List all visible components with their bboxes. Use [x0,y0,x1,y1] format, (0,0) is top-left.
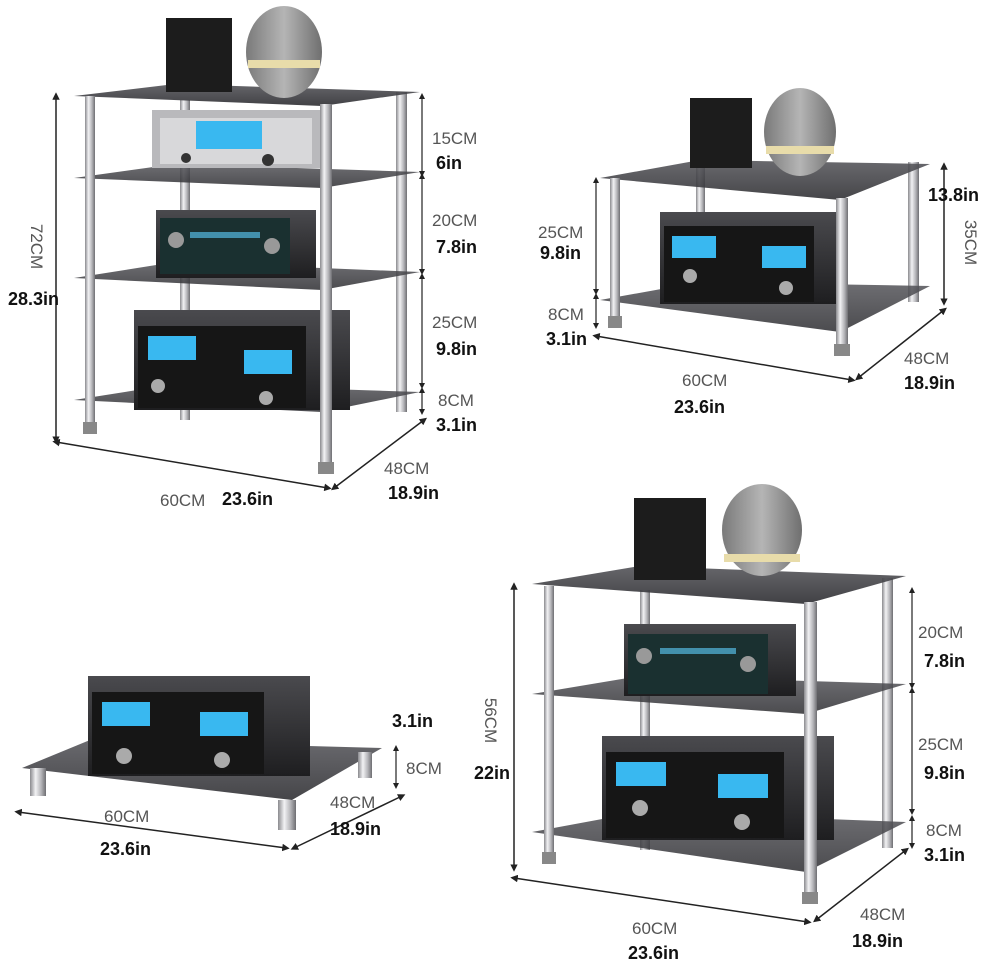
height-in-label: 28.3in [8,289,60,309]
leg-in-label: 3.1in [546,329,588,349]
amplifier [88,676,310,776]
glass-shelf [600,160,930,200]
stand-3tier [510,484,915,926]
width-cm-label: 60CM [682,371,728,390]
amplifier [134,310,350,410]
smart-speaker [764,88,836,176]
gap-cm-label: 25CM [918,735,964,754]
width-in-label: 23.6in [674,397,726,417]
leg-cm-label: 8CM [406,759,442,778]
gap-in-label: 9.8in [436,339,478,359]
gap-in-label: 9.8in [540,243,582,263]
leg-in-label: 3.1in [392,711,434,731]
leg-cm-label: 8CM [926,821,962,840]
depth-in-label: 18.9in [904,373,956,393]
leg [85,96,95,426]
gap-cm-label: 25CM [432,313,478,332]
width-cm-label: 60CM [632,919,678,938]
amplifier [660,212,840,304]
height-cm-label: 72CM [27,223,47,270]
depth-cm-label: 48CM [904,349,950,368]
leg [358,752,372,778]
leg-cm-label: 8CM [548,305,584,324]
height-in-label: 13.8in [928,185,980,205]
stand-4tier [52,6,427,492]
smart-speaker [246,6,322,98]
gap-in-label: 6in [436,153,463,173]
stand-1tier [14,676,406,852]
width-in-label: 23.6in [222,489,274,509]
glass-shelf [532,566,906,604]
leg [640,590,650,850]
amplifier [152,110,320,168]
leg [908,162,919,302]
stand-2tier [592,88,948,384]
leg [396,92,407,412]
leg [278,800,296,830]
height-in-label: 22in [474,763,511,783]
leg-in-label: 3.1in [436,415,478,435]
amplifier [602,736,834,840]
gap-in-label: 7.8in [924,651,966,671]
leg [30,768,46,796]
width-cm-label: 60CM [160,491,206,510]
gap-cm-label: 25CM [538,223,584,242]
depth-cm-label: 48CM [330,793,376,812]
leg [610,178,620,318]
leg [320,104,332,466]
leg [836,198,848,348]
depth-cm-label: 48CM [384,459,430,478]
height-cm-label: 35CM [961,219,981,266]
width-cm-label: 60CM [104,807,150,826]
wifi-router [166,18,232,92]
depth-in-label: 18.9in [330,819,382,839]
gap-in-label: 9.8in [924,763,966,783]
receiver [624,624,796,696]
receiver [156,210,316,278]
height-cm-label: 56CM [481,697,501,744]
leg-cm-label: 8CM [438,391,474,410]
leg-in-label: 3.1in [924,845,966,865]
gap-cm-label: 20CM [918,623,964,642]
leg [882,578,893,848]
depth-in-label: 18.9in [852,931,904,951]
gap-cm-label: 15CM [432,129,478,148]
glass-shelf [74,164,420,188]
wifi-router [634,498,706,580]
depth-in-label: 18.9in [388,483,440,503]
leg [804,602,817,894]
width-in-label: 23.6in [100,839,152,859]
glass-shelf [74,84,420,106]
wifi-router [690,98,752,168]
leg [544,586,554,856]
smart-speaker [722,484,802,576]
depth-cm-label: 48CM [860,905,906,924]
gap-in-label: 7.8in [436,237,478,257]
gap-cm-label: 20CM [432,211,478,230]
width-in-label: 23.6in [628,943,680,963]
